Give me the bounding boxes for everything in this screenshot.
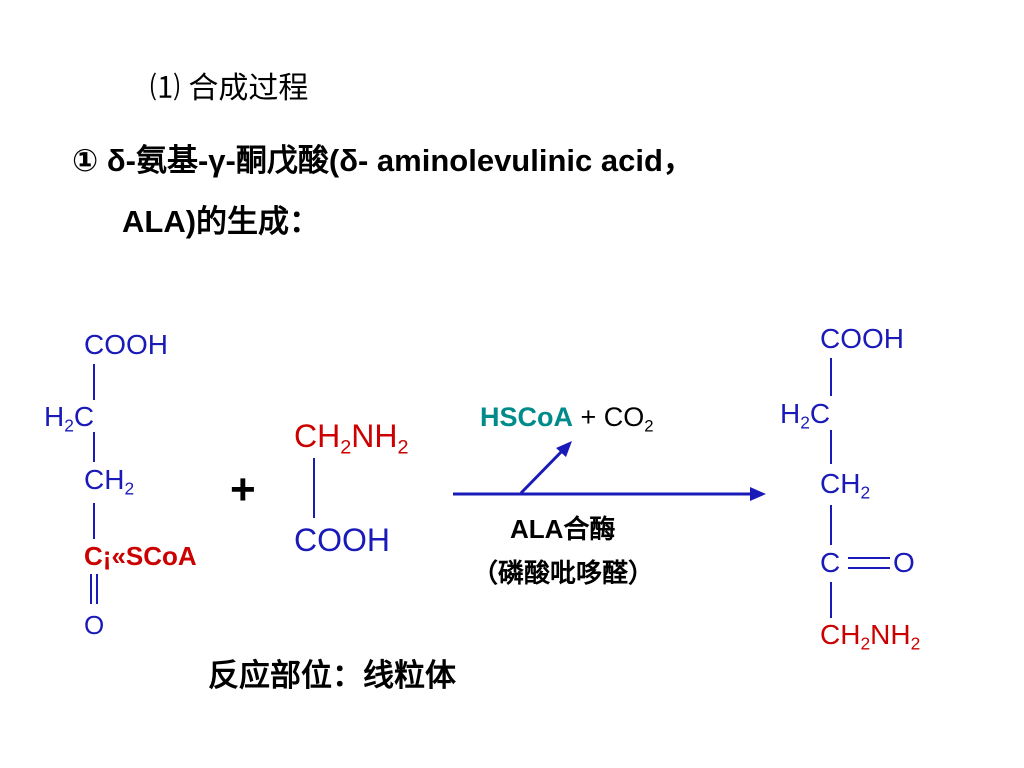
succinyl-ch2: CH2	[84, 464, 135, 499]
item-title-line1: ① δ-氨基-γ-酮戊酸(δ- aminolevulinic acid，	[72, 143, 694, 178]
byproducts: HSCoA + CO2	[480, 402, 654, 436]
plus-sign: +	[230, 465, 256, 514]
succinyl-cooh: COOH	[84, 329, 168, 360]
section-title: ⑴ 合成过程	[150, 72, 309, 105]
double-bond-line	[848, 567, 890, 569]
bond-line	[830, 358, 832, 396]
double-bond-line	[848, 557, 890, 559]
glycine-cooh: COOH	[294, 522, 390, 558]
main-arrowhead	[750, 487, 766, 501]
ala-o: O	[893, 547, 915, 578]
double-bond-line	[96, 574, 98, 604]
enzyme-label: ALA合酶	[510, 514, 616, 544]
item-title-line2: ALA)的生成：	[122, 204, 321, 239]
bond-line	[93, 432, 95, 462]
ala-ch2nh2: CH2NH2	[820, 619, 921, 654]
ala-ch2: CH2	[820, 468, 871, 503]
ala-cooh: COOH	[820, 323, 904, 354]
glycine-ch2nh2: CH2NH2	[294, 418, 409, 459]
side-arrow-line	[519, 446, 567, 495]
bond-line	[313, 458, 315, 518]
side-arrowhead	[556, 441, 572, 457]
reaction-location: 反应部位：线粒体	[208, 658, 456, 693]
bond-line	[830, 430, 832, 464]
double-bond-line	[90, 574, 92, 604]
ala-h2c: H2C	[780, 398, 831, 433]
bond-line	[830, 582, 832, 618]
bond-line	[93, 364, 95, 400]
bond-line	[93, 503, 95, 539]
cofactor-label: （磷酸吡哆醛）	[472, 558, 655, 588]
succinyl-h2c: H2C	[44, 401, 95, 436]
bond-line	[830, 505, 832, 545]
succinyl-c-scoa: C¡«SCoA	[84, 541, 197, 571]
ala-c: C	[820, 547, 841, 578]
succinyl-o: O	[84, 610, 105, 640]
